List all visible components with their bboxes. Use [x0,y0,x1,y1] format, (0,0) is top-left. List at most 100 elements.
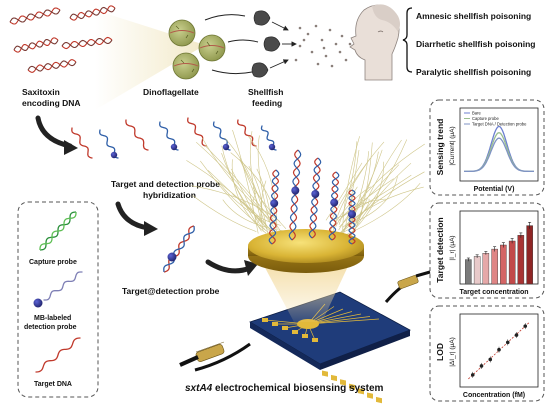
mb-bead [348,210,356,219]
curved-arrow-electrode-head [244,260,258,276]
toxin-dot [328,28,332,32]
toxin-dot [322,46,326,50]
disk-strands [268,149,356,245]
mb-bead [268,143,276,151]
chip-pad [349,383,355,390]
curved-arrow-head [64,140,78,155]
label-saxitoxin-line2: encoding DNA [22,98,81,108]
human-head-icon [349,4,400,81]
toxin-dot [298,44,302,48]
saxitoxin-dna-icon [9,5,116,73]
series-line-2 [464,137,534,173]
mb-bead [222,143,230,151]
dna-backbone [13,39,59,51]
poisoning-brace [402,7,413,73]
single-strand [125,119,149,151]
chart-target [459,210,539,285]
fiber [343,149,383,231]
system-title-rest: electrochemical biosensing system [212,383,383,394]
toxin-dot [338,50,342,54]
legend-strands [33,211,83,373]
chip-pad [358,388,364,395]
curved-arrow-target [115,201,151,231]
curved-arrow-target-head [144,221,158,236]
mb-bead [330,198,339,207]
panel-target-box [429,202,545,299]
fiber [248,165,262,225]
legend-capture-probe: Capture probe [29,259,77,266]
panel-sensing-xlabel: Potential (V) [474,186,515,193]
dna-backbone [163,225,195,273]
legend-target-dna: Target DNA [34,381,72,388]
fiber [350,176,398,224]
fiber [353,139,402,229]
toxin-dot [324,54,328,58]
label-dinoflagellate: Dinoflagellate [143,87,199,97]
fiber [256,168,273,225]
single-strand [71,127,93,159]
bar-7 [526,225,533,285]
top-row: Amnesic shellfish poisoning Diarrhetic s… [9,4,536,110]
legend-mb-line2: detection probe [24,324,77,331]
label-target-detection-probe: Target@detection probe [122,286,220,296]
chip-pad [322,370,328,377]
label-hybridization-line2: hybridization [143,190,196,200]
panel-sensing-box [429,99,545,196]
polymer-fibers [186,129,425,241]
fiber [239,159,267,229]
fiber [348,151,369,231]
projection-beam [262,262,350,322]
shellfish-icon [251,10,281,78]
fiber [232,129,259,234]
fiber [252,187,287,230]
label-saxitoxin-line1: Saxitoxin [22,87,60,97]
mb-bead [33,298,43,308]
cable-right [384,270,431,303]
toxin-arrows [269,21,297,69]
fiber [325,162,363,221]
bar-4 [500,244,507,285]
panel-sensing-title: Sensing trend [435,119,445,176]
panel-target-ylabel: |I_r| (μA) [449,235,456,260]
label-hybridization-line1: Target and detection probe [111,179,220,189]
legend-entry-2: Target DNA / Detection probe [472,122,527,127]
bar-2 [482,252,490,285]
dna-backbone [39,212,77,250]
system-title-gene: sxtA4 [185,383,213,394]
plot-frame [459,107,539,182]
toxin-dot [314,24,318,28]
point-1 [479,364,484,368]
fiber [329,141,385,224]
legend-entry-1: Capture probe [472,116,499,121]
fiber [257,135,275,236]
dna-backbone [61,37,113,49]
chip-pad [376,396,382,404]
label-shellfish-line2: feeding [252,98,282,108]
poisoning-diarrhetic: Diarrhetic shellfish poisoning [416,39,536,49]
toxin-dot [302,38,306,42]
curved-arrow-electrode [205,259,253,274]
fiber [192,195,257,232]
fiber [341,151,379,235]
bar-3 [491,248,498,285]
panel-target-title: Target detection [435,217,445,283]
cable-left [179,341,251,372]
dna-backbone [288,149,302,241]
fiber [191,185,281,222]
legend-mb-line1: MB-labeled [34,315,71,322]
single-strand [187,117,207,147]
toxin-dot [334,42,338,46]
mb-bead [170,143,178,151]
panel-sensing-ylabel: |Current| (μA) [449,126,456,165]
toxin-dot [330,64,334,68]
chip-pad [367,392,373,399]
toxin-dot [348,42,352,46]
fiber [342,136,360,231]
fiber [355,139,408,222]
fiber [196,141,282,238]
point-3 [497,347,501,352]
dinoflagellate-icon [168,19,226,80]
chip-pad [331,374,337,382]
panel-lod-title: LOD [435,343,445,361]
